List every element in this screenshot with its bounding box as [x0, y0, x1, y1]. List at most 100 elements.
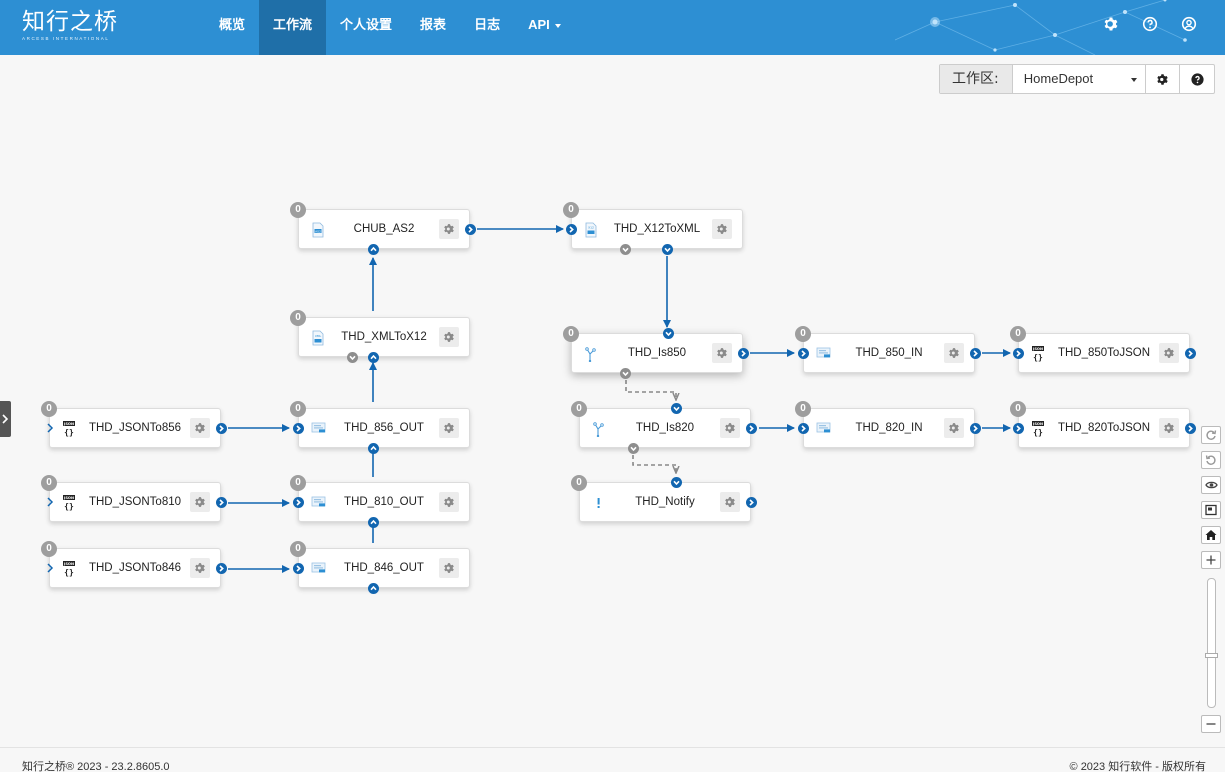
up-port[interactable]: [368, 583, 379, 594]
node-settings-button[interactable]: [439, 492, 459, 512]
zoom-slider[interactable]: [1207, 578, 1216, 708]
input-port[interactable]: [1013, 348, 1024, 359]
output-port[interactable]: [746, 423, 757, 434]
nav-reports[interactable]: 报表: [406, 0, 460, 55]
redo-button[interactable]: [1201, 426, 1221, 444]
zoom-out-button[interactable]: [1201, 715, 1221, 733]
output-port[interactable]: [970, 423, 981, 434]
input-chevron-icon[interactable]: [47, 496, 55, 508]
output-port[interactable]: [465, 224, 476, 235]
node-settings-button[interactable]: [190, 558, 210, 578]
preview-button[interactable]: [1201, 476, 1221, 494]
output-port[interactable]: [216, 423, 227, 434]
input-port[interactable]: [798, 423, 809, 434]
mapping-icon: [816, 421, 831, 435]
up-port[interactable]: [368, 244, 379, 255]
node-settings-button[interactable]: [712, 343, 732, 363]
node-settings-button[interactable]: [1159, 343, 1179, 363]
home-icon: [1205, 530, 1217, 540]
input-port[interactable]: [293, 497, 304, 508]
minimap-button[interactable]: [1201, 501, 1221, 519]
output-port[interactable]: [738, 348, 749, 359]
help-icon[interactable]: [1142, 16, 1158, 32]
input-port[interactable]: [1013, 423, 1024, 434]
nav-profile[interactable]: 个人设置: [326, 0, 406, 55]
top-input-port[interactable]: [671, 403, 682, 414]
node-settings-button[interactable]: [720, 492, 740, 512]
gear-icon[interactable]: [1103, 16, 1119, 32]
up-port[interactable]: [368, 517, 379, 528]
nav-logs[interactable]: 日志: [460, 0, 514, 55]
error-port[interactable]: [347, 352, 358, 363]
workspace-dropdown[interactable]: HomeDepot: [1013, 65, 1147, 93]
top-input-port[interactable]: [663, 328, 674, 339]
zoom-in-button[interactable]: [1201, 551, 1221, 569]
output-port[interactable]: [216, 497, 227, 508]
main-nav: 概览 工作流 个人设置 报表 日志 API: [205, 0, 575, 55]
output-port[interactable]: [970, 348, 981, 359]
output-port[interactable]: [216, 563, 227, 574]
branch-icon: [584, 346, 598, 363]
output-port[interactable]: [1185, 423, 1196, 434]
user-icon[interactable]: [1181, 16, 1197, 32]
up-port[interactable]: [368, 352, 379, 363]
gear-icon: [948, 347, 960, 359]
message-count-badge: 0: [1010, 326, 1026, 342]
node-settings-button[interactable]: [1159, 418, 1179, 438]
logo[interactable]: 知行之桥 ARCESB INTERNATIONAL: [22, 9, 118, 41]
top-input-port[interactable]: [671, 477, 682, 488]
node-settings-button[interactable]: [944, 343, 964, 363]
node-settings-button[interactable]: [944, 418, 964, 438]
workspace-settings-button[interactable]: [1146, 65, 1181, 93]
svg-text:JSON: JSON: [1032, 347, 1043, 351]
node-settings-button[interactable]: [439, 558, 459, 578]
nav-workflow[interactable]: 工作流: [259, 0, 327, 55]
input-port[interactable]: [798, 348, 809, 359]
zoom-slider-handle[interactable]: [1205, 653, 1218, 658]
output-port[interactable]: [1185, 348, 1196, 359]
node-settings-button[interactable]: [190, 418, 210, 438]
undo-button[interactable]: [1201, 451, 1221, 469]
input-port[interactable]: [293, 563, 304, 574]
error-port[interactable]: [628, 443, 639, 454]
input-port[interactable]: [566, 224, 577, 235]
nav-profile-label: 个人设置: [340, 17, 393, 32]
node-settings-button[interactable]: [439, 418, 459, 438]
mapping-icon: [311, 421, 326, 435]
input-chevron-icon[interactable]: [47, 562, 55, 574]
node-settings-button[interactable]: [190, 492, 210, 512]
node-settings-button[interactable]: [712, 219, 732, 239]
node-settings-button[interactable]: [439, 327, 459, 347]
nav-overview[interactable]: 概览: [205, 0, 259, 55]
error-port[interactable]: [620, 368, 631, 379]
down-port[interactable]: [662, 244, 673, 255]
input-chevron-icon[interactable]: [47, 422, 55, 434]
home-button[interactable]: [1201, 526, 1221, 544]
node-settings-button[interactable]: [439, 219, 459, 239]
node-settings-button[interactable]: [720, 418, 740, 438]
sidebar-toggle[interactable]: [0, 401, 11, 437]
input-port[interactable]: [293, 423, 304, 434]
workspace-help-button[interactable]: [1180, 65, 1214, 93]
error-port[interactable]: [620, 244, 631, 255]
up-port[interactable]: [368, 443, 379, 454]
output-port[interactable]: [746, 497, 757, 508]
nav-api[interactable]: API: [514, 0, 575, 55]
